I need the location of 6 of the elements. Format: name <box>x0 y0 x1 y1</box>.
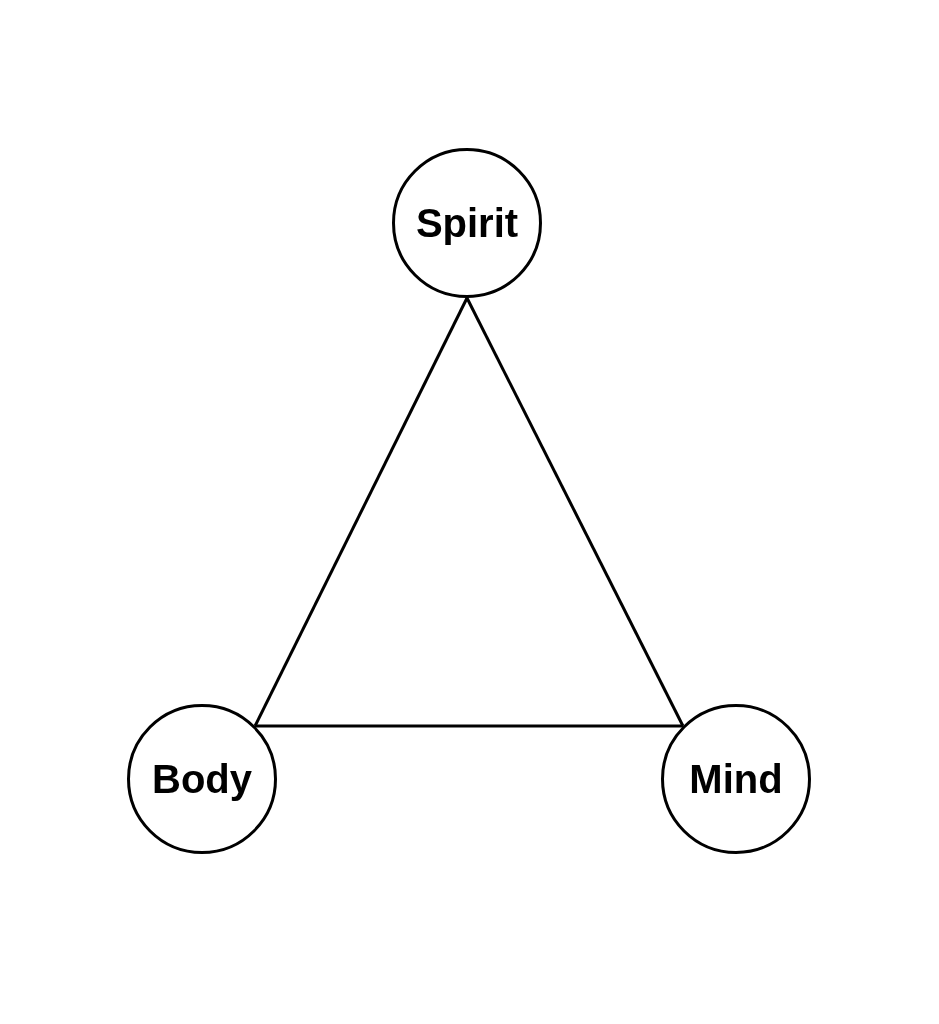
connector-line <box>253 297 469 727</box>
connector-line <box>255 724 683 728</box>
node-label: Mind <box>689 759 783 799</box>
connector-line <box>465 297 685 727</box>
node-label: Body <box>152 759 252 799</box>
node-label: Spirit <box>415 203 519 243</box>
